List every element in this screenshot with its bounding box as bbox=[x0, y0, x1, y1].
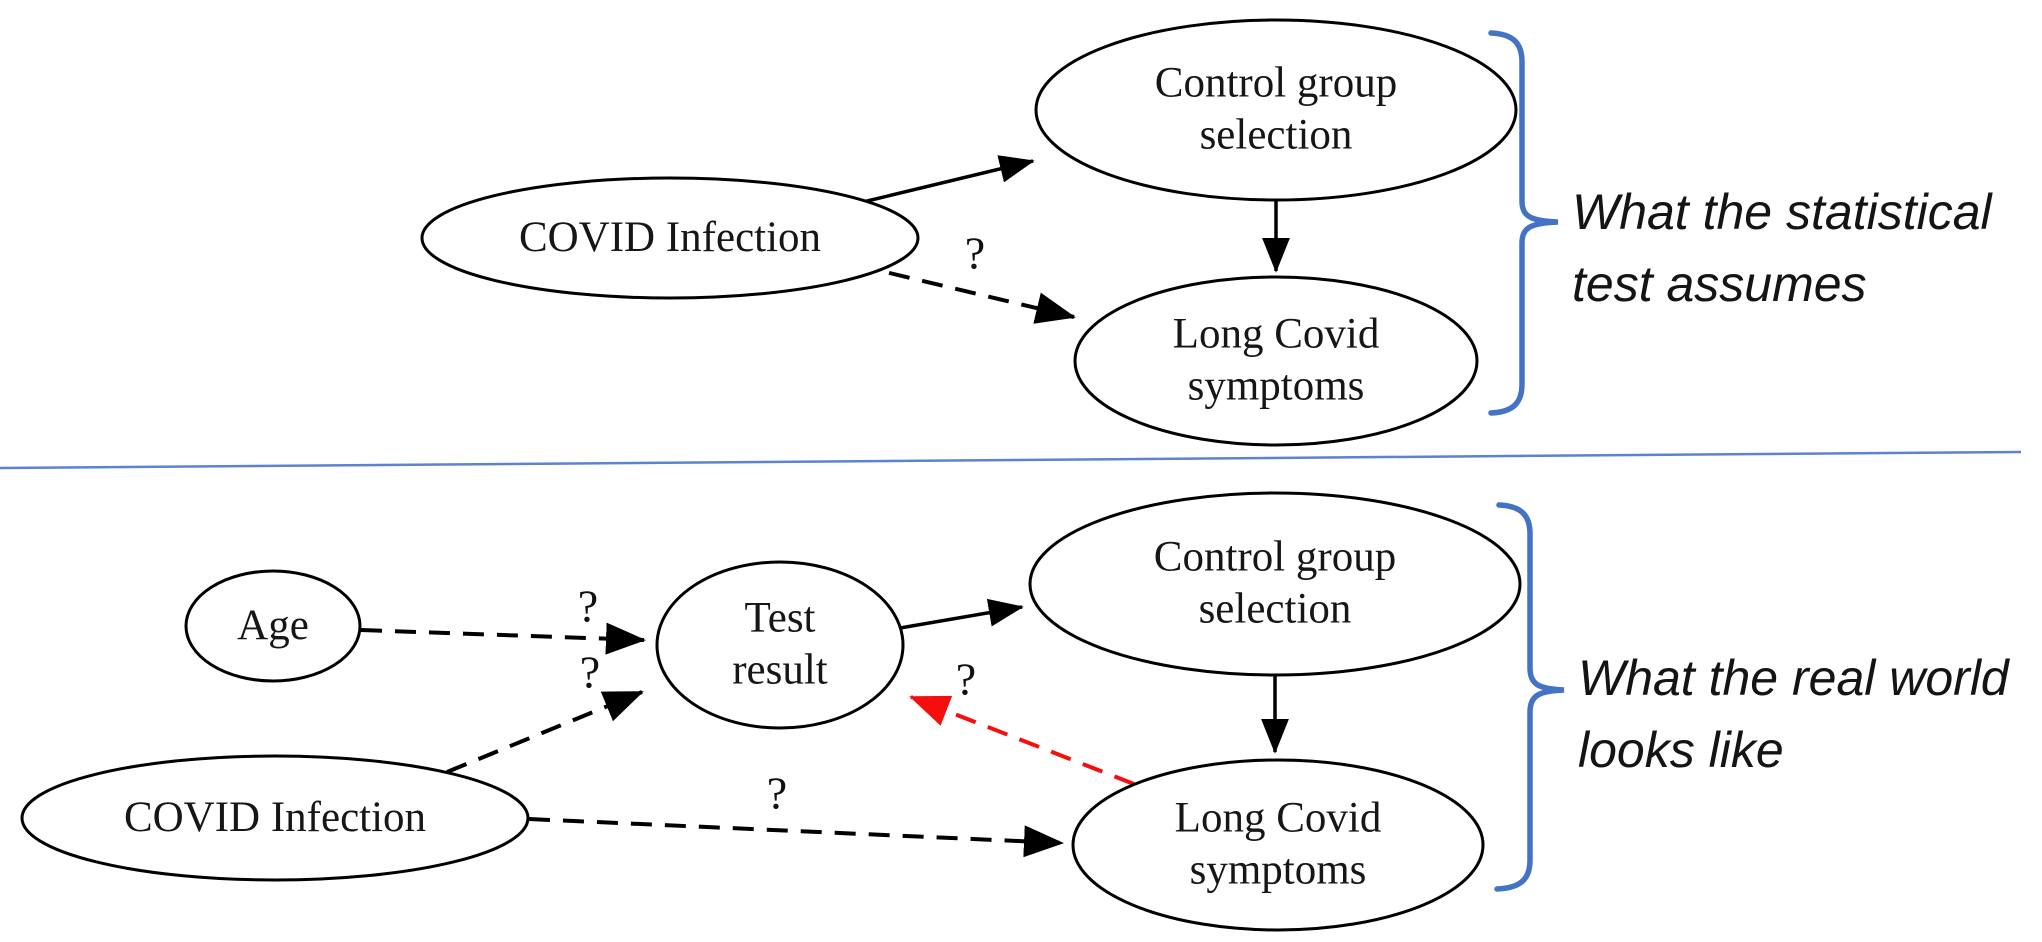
edge-covid-to-test-dashed bbox=[446, 690, 644, 774]
question-mark-covid-to-test: ? bbox=[579, 646, 601, 698]
panel-divider-line bbox=[0, 450, 2022, 470]
caption-real-world-looks-like: What the real world looks like bbox=[1578, 650, 2009, 778]
node-label-control-group-top: Control group selection bbox=[1154, 59, 1398, 159]
node-label-long-covid-top: Long Covid symptoms bbox=[1172, 310, 1380, 410]
node-label-covid-infection-top: COVID Infection bbox=[518, 213, 822, 261]
node-label-age: Age bbox=[237, 601, 309, 649]
brace-top-icon bbox=[1488, 30, 1559, 416]
node-label-long-covid-bottom: Long Covid symptoms bbox=[1174, 794, 1382, 894]
caption-statistical-test-assumes: What the statistical test assumes bbox=[1572, 184, 1992, 312]
node-ellipse-age bbox=[184, 569, 362, 683]
node-ellipse-test-result bbox=[655, 560, 905, 730]
question-mark-age-to-test: ? bbox=[577, 580, 599, 632]
node-ellipse-covid-infection-top bbox=[420, 176, 920, 300]
node-ellipse-control-group-bottom bbox=[1028, 491, 1522, 677]
question-mark-covid-to-long-bottom: ? bbox=[766, 767, 788, 819]
node-ellipse-long-covid-bottom bbox=[1071, 758, 1485, 932]
node-ellipse-covid-infection-bottom bbox=[20, 754, 530, 882]
edge-covid-to-long-dashed-bottom bbox=[528, 817, 1064, 858]
node-ellipse-long-covid-top bbox=[1073, 275, 1479, 447]
edge-test-to-control bbox=[899, 598, 1024, 630]
question-mark-long-to-test: ? bbox=[955, 653, 977, 705]
node-label-test-result: Test result bbox=[732, 594, 828, 694]
question-mark-covid-to-long-top: ? bbox=[964, 227, 986, 279]
node-label-control-group-bottom: Control group selection bbox=[1153, 533, 1397, 633]
edge-covid-to-long-dashed-top bbox=[855, 263, 1076, 324]
edge-age-to-test-dashed bbox=[360, 622, 646, 655]
edge-long-to-test-red-dashed bbox=[909, 695, 1135, 786]
brace-bottom-icon bbox=[1494, 502, 1565, 892]
node-ellipse-control-group-top bbox=[1034, 18, 1518, 202]
node-label-covid-infection-bottom: COVID Infection bbox=[123, 793, 427, 841]
edge-covid-to-control-top bbox=[862, 155, 1035, 204]
